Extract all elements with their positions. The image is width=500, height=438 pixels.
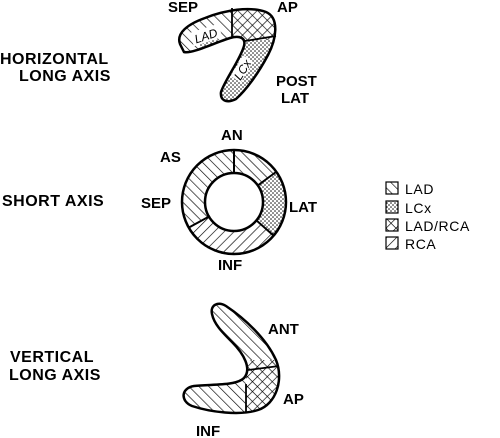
legend-item-lcx: LCx bbox=[385, 200, 432, 216]
legend-label-rca: RCA bbox=[405, 236, 436, 252]
legend-swatch-lad bbox=[385, 181, 399, 195]
vertical-title-line2: LONG AXIS bbox=[9, 367, 101, 384]
horizontal-long-axis-view: HORIZONTAL LONG AXIS LAD LCx SEP AP POST… bbox=[0, 0, 317, 107]
short-label-an: AN bbox=[221, 127, 243, 144]
vertical-label-inf: INF bbox=[196, 423, 220, 438]
horizontal-title-line2: LONG AXIS bbox=[19, 68, 111, 85]
short-label-sep: SEP bbox=[141, 195, 171, 212]
horizontal-label-ap: AP bbox=[277, 0, 298, 16]
horizontal-label-post: POST bbox=[276, 73, 317, 90]
vertical-long-axis-view: VERTICAL LONG AXIS ANT AP INF bbox=[9, 302, 304, 438]
legend-item-lad-rca: LAD/RCA bbox=[385, 218, 470, 234]
vertical-label-ant: ANT bbox=[268, 321, 299, 338]
short-anterior-segment bbox=[234, 150, 276, 186]
vertical-label-ap: AP bbox=[283, 391, 304, 408]
short-lateral-segment bbox=[256, 172, 287, 236]
legend-swatch-lcx bbox=[385, 200, 399, 214]
horizontal-crescent-outline bbox=[177, 7, 277, 103]
legend-swatch-lad-rca bbox=[385, 218, 399, 232]
horizontal-label-sep: SEP bbox=[168, 0, 198, 16]
horizontal-title-line1: HORIZONTAL bbox=[0, 51, 109, 68]
legend-swatch-rca bbox=[385, 236, 399, 250]
legend-item-rca: RCA bbox=[385, 236, 436, 252]
horizontal-lcx-segment bbox=[200, 40, 276, 102]
horizontal-crescent: LAD LCx bbox=[177, 7, 277, 103]
legend-label-lcx: LCx bbox=[405, 200, 432, 216]
vertical-lad-rca-segment bbox=[246, 360, 280, 413]
short-axis-view: SHORT AXIS AN AS SEP LAT INF bbox=[2, 127, 317, 274]
short-label-inf: INF bbox=[218, 257, 242, 274]
legend-item-lad: LAD bbox=[385, 181, 434, 197]
vertical-title-line1: VERTICAL bbox=[10, 349, 94, 366]
short-label-lat: LAT bbox=[289, 199, 317, 216]
horizontal-inner-lad-label: LAD bbox=[193, 26, 220, 47]
legend-label-lad: LAD bbox=[405, 181, 434, 197]
vertical-crescent-outline bbox=[182, 302, 281, 415]
short-axis-ring bbox=[180, 148, 288, 256]
short-label-as: AS bbox=[160, 149, 181, 166]
short-axis-title: SHORT AXIS bbox=[2, 193, 104, 210]
horizontal-lad-rca-segment bbox=[232, 9, 276, 40]
vertical-crescent bbox=[182, 302, 281, 415]
horizontal-label-lat: LAT bbox=[281, 90, 309, 107]
legend-label-lad-rca: LAD/RCA bbox=[405, 218, 470, 234]
legend: LAD LCx LAD/RCA RCA bbox=[385, 181, 470, 252]
